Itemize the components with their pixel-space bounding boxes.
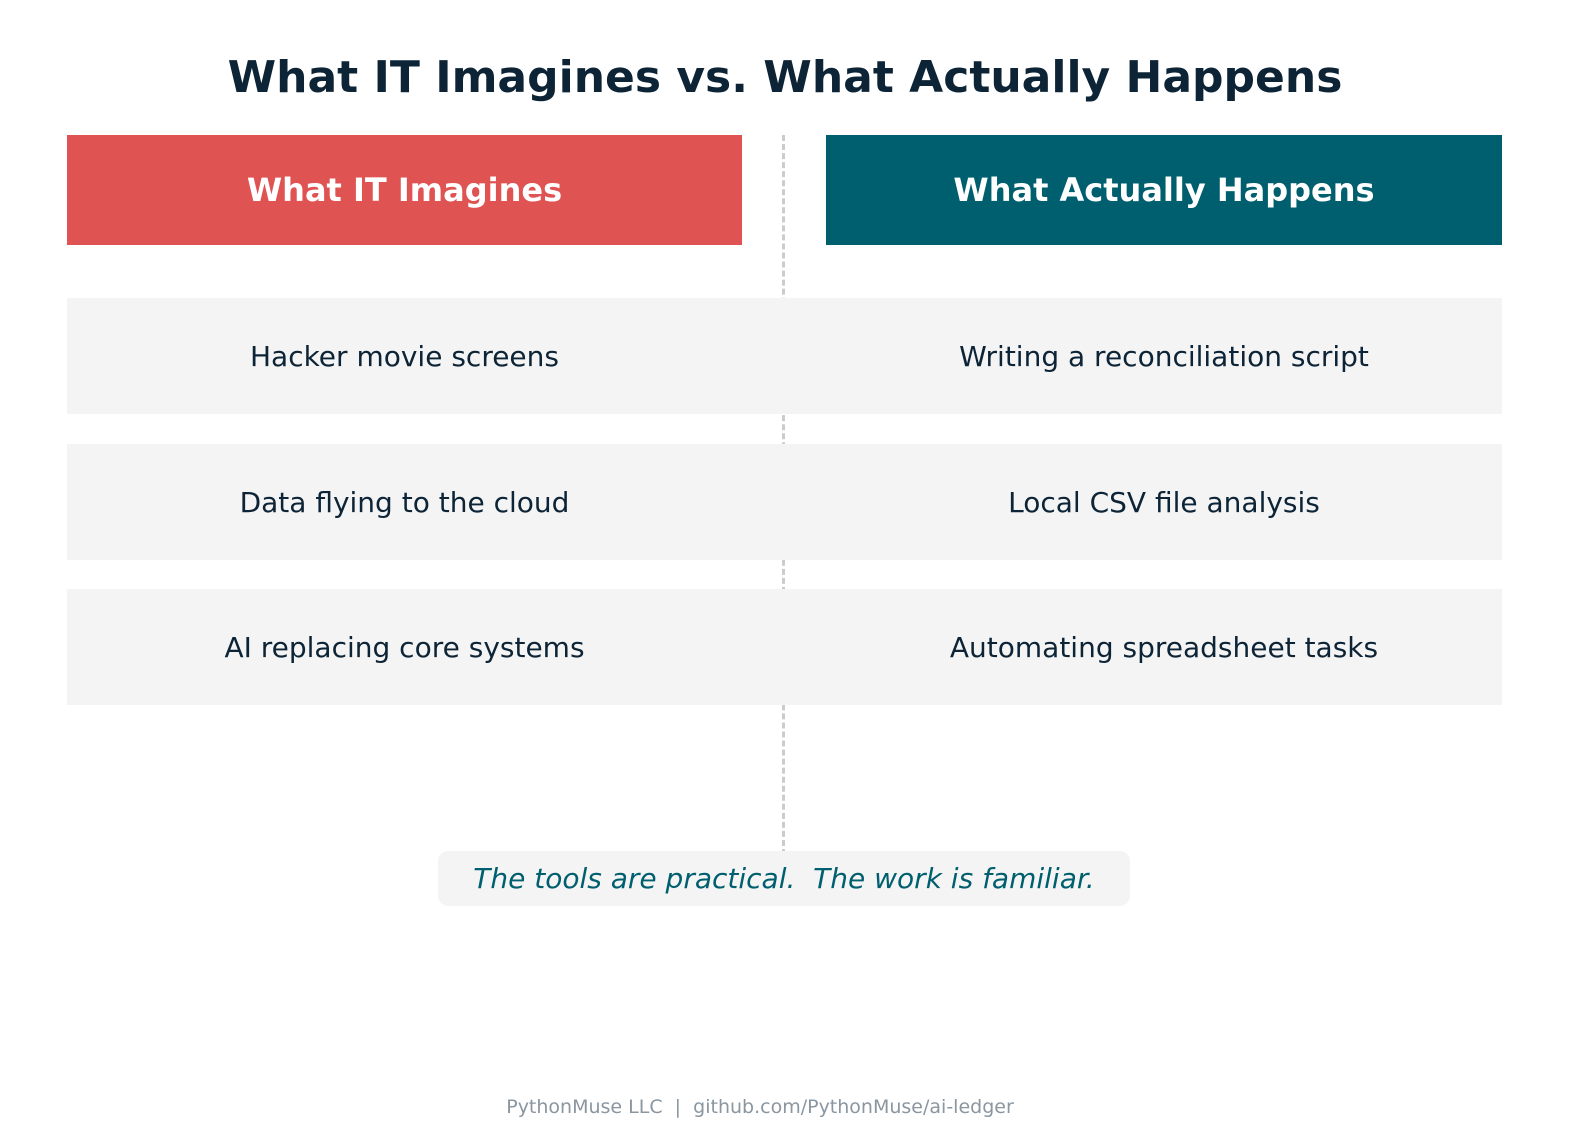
actual-item: Local CSV file analysis xyxy=(1008,485,1320,519)
header-what-it-imagines: What IT Imagines xyxy=(67,135,742,245)
header-label-left: What IT Imagines xyxy=(246,171,563,209)
footer-credit: PythonMuse LLC | github.com/PythonMuse/a… xyxy=(506,1096,1014,1118)
tagline: The tools are practical. The work is fam… xyxy=(438,851,1130,906)
comparison-row: Hacker movie screens Writing a reconcili… xyxy=(67,298,1502,414)
comparison-row: AI replacing core systems Automating spr… xyxy=(67,589,1502,705)
actual-item: Writing a reconciliation script xyxy=(959,339,1369,373)
imagined-item: Hacker movie screens xyxy=(249,339,559,373)
header-label-right: What Actually Happens xyxy=(953,171,1375,209)
imagined-item: Data flying to the cloud xyxy=(239,485,570,519)
header-what-actually-happens: What Actually Happens xyxy=(826,135,1502,245)
comparison-row: Data flying to the cloud Local CSV file … xyxy=(67,444,1502,560)
actual-item: Automating spreadsheet tasks xyxy=(949,630,1379,664)
imagined-item: AI replacing core systems xyxy=(224,630,585,664)
page-title: What IT Imagines vs. What Actually Happe… xyxy=(227,52,1343,103)
